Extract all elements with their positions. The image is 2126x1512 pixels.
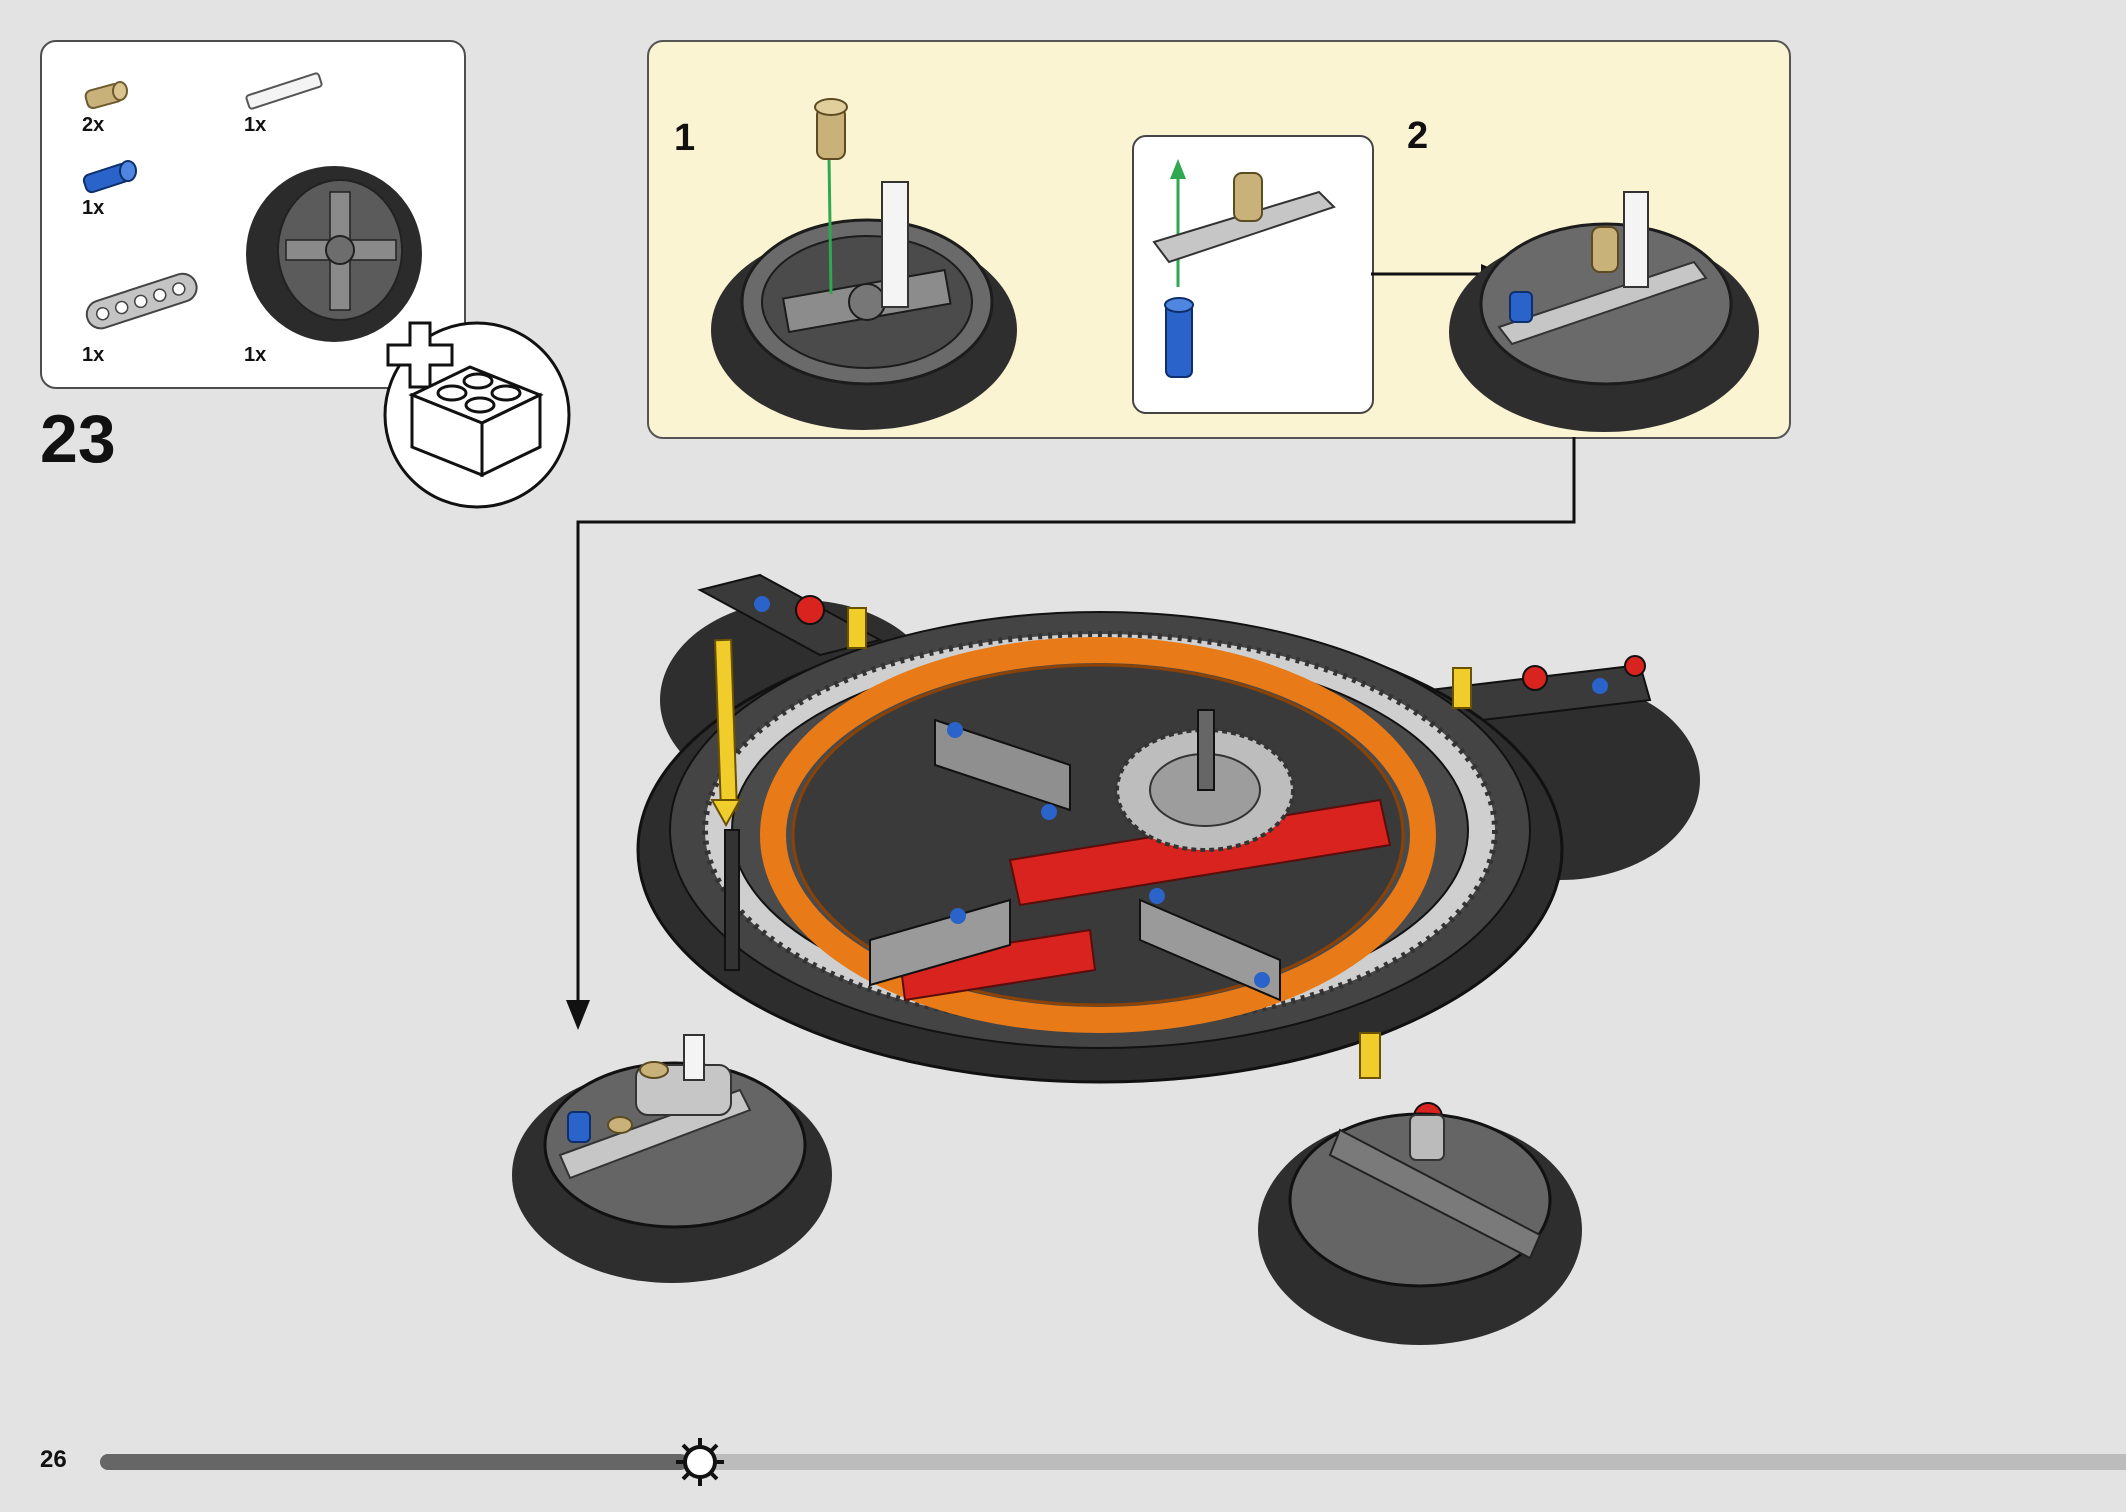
substep1-wheel-icon bbox=[711, 98, 1017, 430]
substep-label-2: 2 bbox=[1407, 115, 1429, 157]
blue-pin-icon bbox=[82, 160, 137, 194]
substep-label-1: 1 bbox=[674, 117, 696, 159]
parts-qty-tan-pin: 2x bbox=[82, 114, 105, 136]
wheel-icon bbox=[246, 166, 422, 342]
substep2-callout-box bbox=[1132, 135, 1374, 414]
parts-qty-grey-beam: 1x bbox=[82, 344, 105, 366]
parts-list-box: 2x 1x 1x 1x 1x bbox=[40, 40, 466, 389]
white-axle-icon bbox=[245, 72, 323, 110]
parts-qty-wheel: 1x bbox=[244, 344, 267, 366]
substep2-wheel-icon bbox=[1449, 191, 1759, 432]
add-brick-icon bbox=[383, 321, 571, 509]
tan-pin-icon bbox=[84, 81, 128, 110]
progress-bar bbox=[100, 1454, 2126, 1470]
parts-qty-white-axle: 1x bbox=[244, 114, 267, 136]
page-number: 26 bbox=[40, 1446, 67, 1473]
progress-bar-fill bbox=[100, 1454, 688, 1470]
substep-panel: 1 2 bbox=[647, 40, 1791, 439]
progress-marker-icon bbox=[676, 1438, 724, 1486]
grey-beam-icon bbox=[85, 272, 198, 330]
parts-qty-blue-pin: 1x bbox=[82, 197, 105, 219]
callout-assembly-icon bbox=[1152, 159, 1336, 378]
step-number: 23 bbox=[40, 401, 116, 477]
